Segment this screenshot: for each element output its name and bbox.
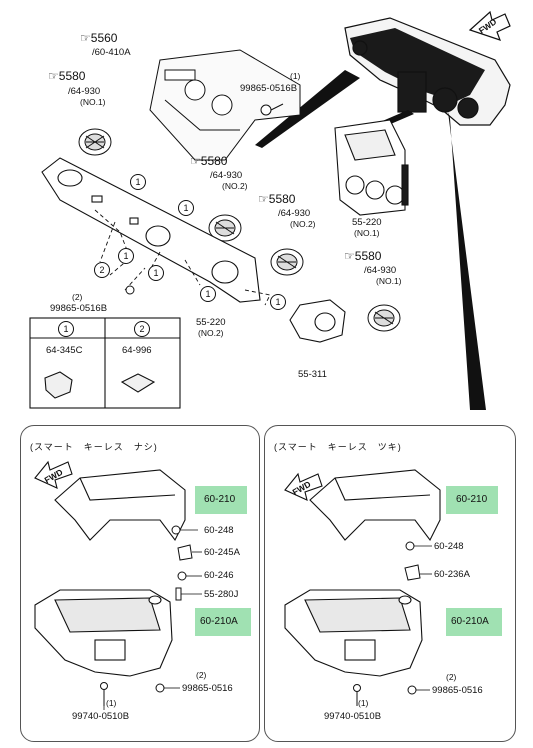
right-screw-a-label: 60-248 — [434, 541, 464, 552]
left-small-parts — [100, 525, 193, 706]
label-screw-top-code: 99865-0516B — [240, 83, 298, 94]
callout-1-d: 1 — [148, 265, 164, 281]
label-5560-code: /60-410A — [92, 47, 131, 58]
label-5560: ☞5560 — [80, 31, 118, 45]
callout-1-f: 1 — [270, 294, 286, 310]
pointer-wedge-1 — [255, 70, 360, 148]
left-section-frame — [20, 425, 260, 742]
left-bracket-label: 60-245A — [204, 547, 240, 558]
label-vent-right-note: (NO.1) — [376, 276, 402, 286]
right-lower-cover-label: 60-210A — [451, 616, 489, 627]
right-upper-cover-label: 60-210 — [456, 494, 488, 505]
callout-1-a: 1 — [130, 174, 146, 190]
left-upper-cover-label: 60-210 — [204, 494, 236, 505]
label-panel-no2-code: 55-220 — [196, 317, 226, 328]
dashboard-overview — [344, 17, 511, 126]
label-screw-left-qty: (2) — [72, 292, 83, 302]
label-panel-no2-note: (NO.2) — [198, 328, 224, 338]
left-screw-b-qty: (2) — [196, 670, 207, 680]
callout-1-e: 1 — [200, 286, 216, 302]
label-screw-left-code: 99865-0516B — [50, 303, 108, 314]
label-vent-center-code: /64-930 — [210, 170, 243, 181]
right-lower-cover-highlight — [446, 608, 502, 636]
left-lower-cover-highlight — [195, 608, 251, 636]
left-screw-a-label: 60-248 — [204, 525, 234, 536]
pointer-wedge-3 — [448, 112, 486, 410]
legend-code-2: 64-996 — [122, 345, 152, 356]
vent-mid — [270, 248, 304, 276]
right-leaders — [414, 545, 432, 691]
bezel — [289, 299, 346, 343]
label-vent-mid-code: /64-930 — [278, 208, 311, 219]
left-screw-c-label: 99740-0510B — [72, 711, 130, 722]
label-panel-no1-code: 55-220 — [352, 217, 382, 228]
fwd-arrow-top — [468, 10, 511, 41]
left-screw-c-qty: (1) — [106, 698, 117, 708]
right-screw-b-label: 99865-0516 — [432, 685, 483, 696]
label-vent-left-code: /64-930 — [68, 86, 101, 97]
label-vent-center-note: (NO.2) — [222, 181, 248, 191]
callout-1-c: 1 — [118, 248, 134, 264]
right-upper-cover — [309, 469, 441, 542]
panel-no2 — [41, 157, 261, 303]
label-screw-top-qty: (1) — [290, 71, 301, 81]
left-section-title: (スマート キーレス ナシ) — [30, 442, 158, 452]
left-leaders — [103, 529, 202, 710]
left-lower-cover — [34, 589, 173, 677]
vent-left — [78, 128, 112, 156]
vent-right — [367, 304, 401, 332]
clip-leaders — [94, 209, 271, 306]
panel-no1 — [334, 119, 409, 216]
left-clip-label: 60-246 — [204, 570, 234, 581]
label-vent-left-symbol: ☞5580 — [48, 69, 86, 83]
screw-left — [125, 285, 135, 295]
right-lower-cover — [284, 589, 423, 677]
fwd-arrow-right — [284, 472, 323, 501]
right-bracket-label: 60-236A — [434, 569, 470, 580]
callout-1-b: 1 — [178, 200, 194, 216]
label-vent-right-symbol: ☞5580 — [344, 249, 382, 263]
right-upper-cover-highlight — [446, 486, 498, 514]
left-screw-b-label: 99865-0516 — [182, 683, 233, 694]
screw-top — [260, 103, 284, 116]
vent-center — [208, 214, 242, 242]
label-bezel-code: 55-311 — [298, 369, 327, 380]
right-screw-c-qty: (1) — [358, 698, 369, 708]
left-upper-cover-highlight — [195, 486, 247, 514]
label-panel-no1-note: (NO.1) — [354, 228, 380, 238]
left-lower-cover-label: 60-210A — [200, 616, 238, 627]
legend-mark-1: 1 — [58, 321, 74, 337]
left-upper-cover — [54, 469, 186, 542]
right-screw-c-label: 99740-0510B — [324, 711, 382, 722]
label-vent-left-note: (NO.1) — [80, 97, 106, 107]
legend-mark-2: 2 — [134, 321, 150, 337]
legend-code-1: 64-345C — [46, 345, 83, 356]
label-vent-mid-symbol: ☞5580 — [258, 192, 296, 206]
right-screw-b-qty: (2) — [446, 672, 457, 682]
right-section-title: (スマート キーレス ツキ) — [274, 442, 402, 452]
right-section-frame — [264, 425, 516, 742]
legend-table — [29, 317, 181, 409]
label-vent-mid-note: (NO.2) — [290, 219, 316, 229]
fwd-arrow-left — [34, 460, 73, 489]
left-pin-label: 55-280J — [204, 589, 239, 600]
callout-2-a: 2 — [94, 262, 110, 278]
dash-frame — [149, 49, 301, 161]
label-vent-right-code: /64-930 — [364, 265, 397, 276]
label-vent-center-symbol: ☞5580 — [190, 154, 228, 168]
